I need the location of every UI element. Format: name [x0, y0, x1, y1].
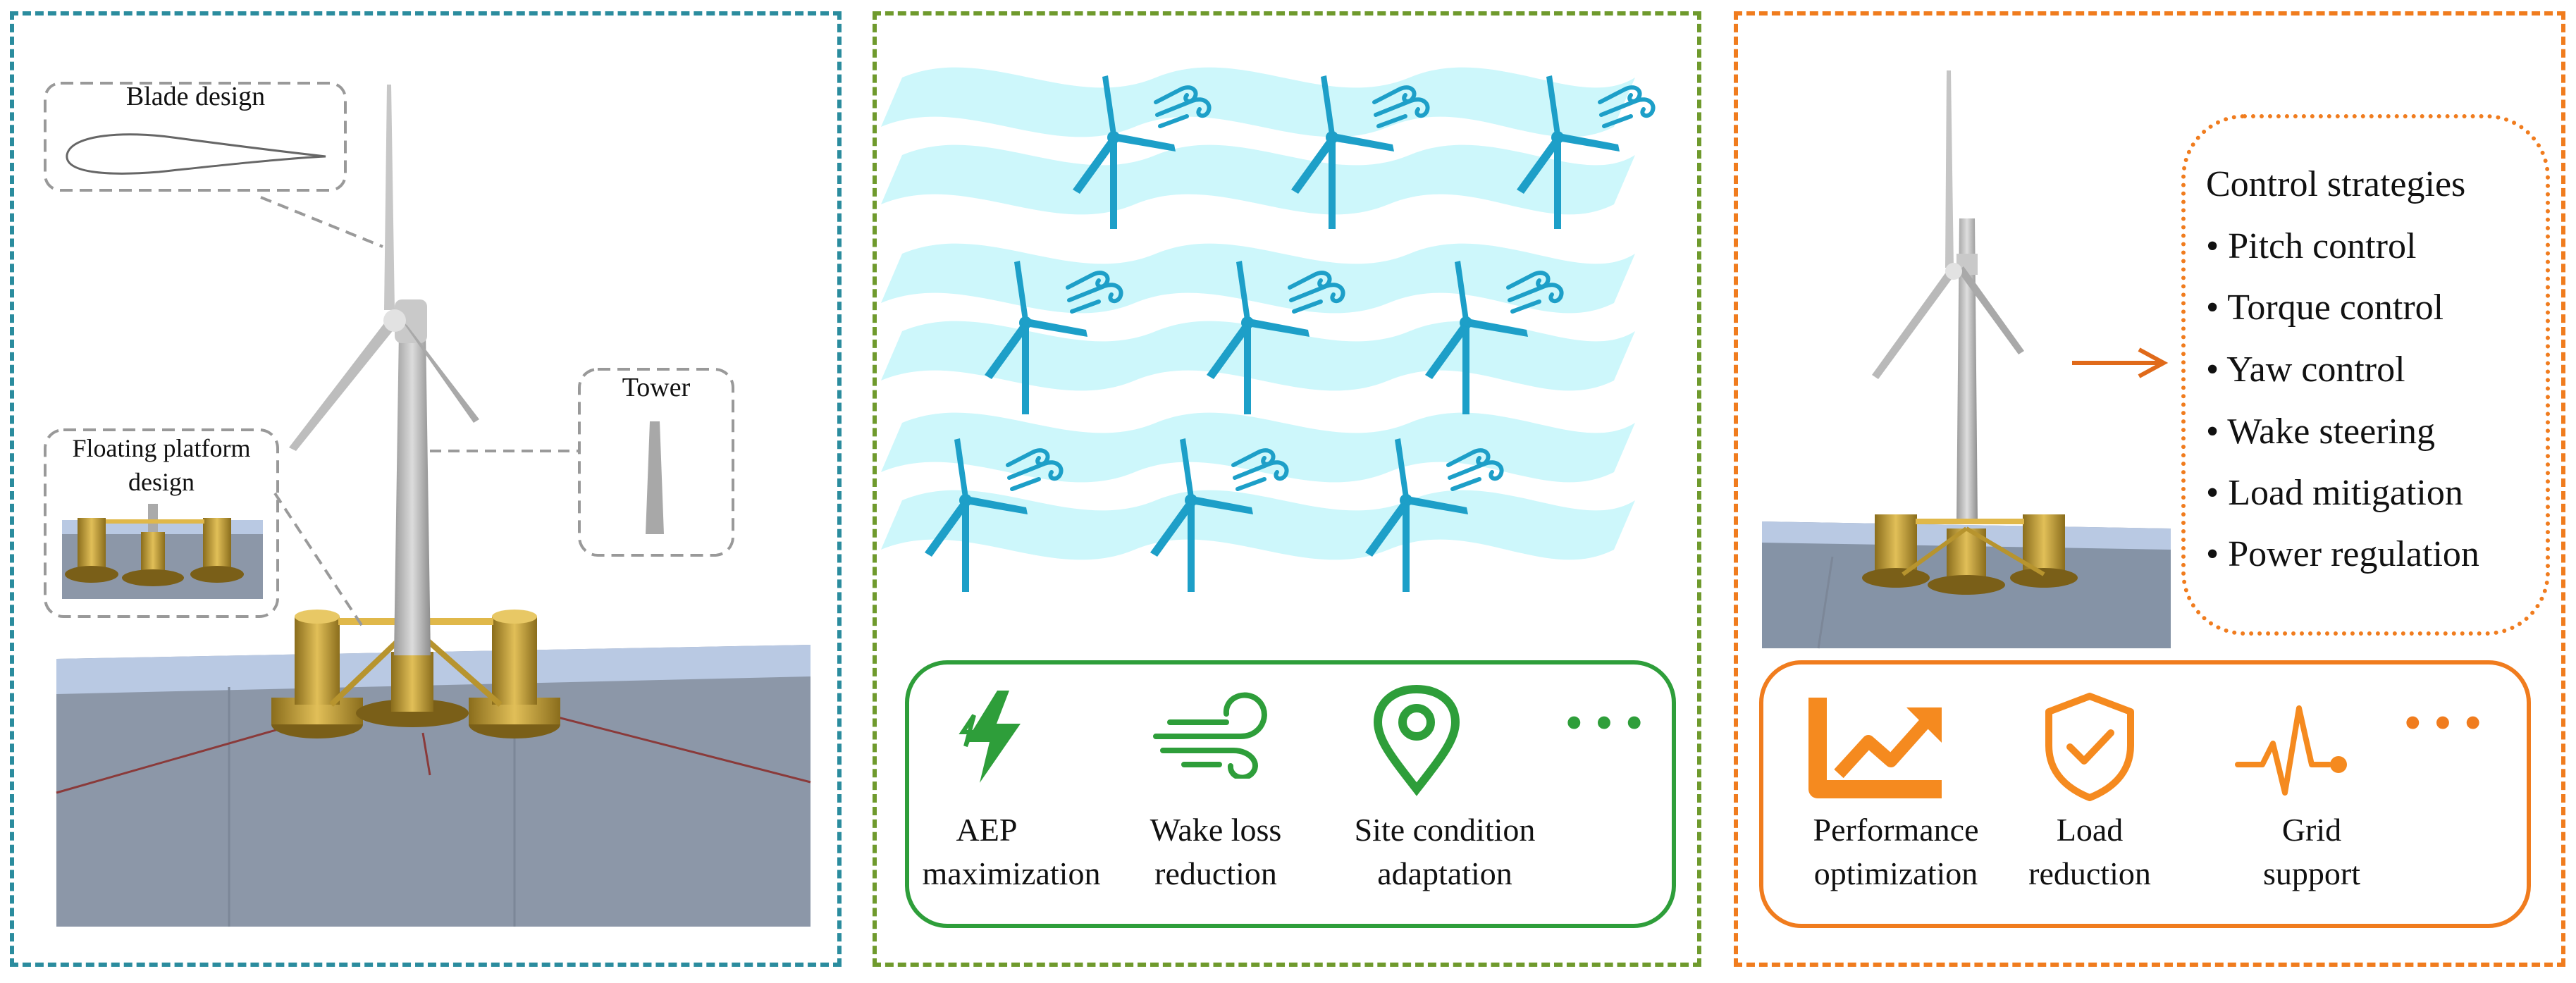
lightning-icon [959, 691, 1021, 783]
design-panel [10, 11, 842, 967]
objective-aep-line1: AEP [956, 812, 1018, 848]
strategy-power-regulation: • Power regulation [2206, 534, 2479, 574]
strategy-yaw: • Yaw control [2206, 350, 2405, 390]
objective-performance-line2: optimization [1813, 855, 1978, 891]
objective-grid-line1: Grid [2281, 812, 2342, 848]
objective-load-line2: reduction [2028, 855, 2151, 891]
tower [394, 299, 431, 655]
objective-site-line2: adaptation [1377, 855, 1512, 891]
strategy-wake-steering: • Wake steering [2206, 412, 2435, 452]
layout-objectives-box [905, 660, 1676, 928]
objective-grid-line2: support [2263, 855, 2360, 891]
wave-bands [881, 67, 1635, 560]
strategy-torque: • Torque control [2206, 288, 2444, 328]
control-objectives-box [1759, 660, 2531, 928]
blade-design-label: Blade design [125, 82, 266, 111]
wind-icon [1153, 692, 1267, 779]
layout-panel [873, 11, 1701, 967]
pulse-icon [2235, 705, 2347, 796]
trend-chart-icon [1808, 698, 1942, 798]
layout-more-ellipsis: ··· [1561, 679, 1652, 765]
strategy-pitch: • Pitch control [2206, 226, 2417, 266]
location-pin-icon [1373, 684, 1460, 796]
objective-performance-line1: Performance [1813, 812, 1979, 848]
objective-site-line1: Site condition [1354, 812, 1536, 848]
control-strategies-box [2181, 114, 2550, 636]
objective-load-line1: Load [2056, 812, 2124, 848]
design-illustration [44, 82, 811, 927]
control-panel [1734, 11, 2565, 967]
tower-label: Tower [622, 373, 691, 402]
arrow-right-icon [2072, 347, 2169, 378]
rotor [289, 85, 479, 451]
control-turbine-illustration [1762, 70, 2171, 649]
objective-wake-line2: reduction [1154, 855, 1277, 891]
platform-callout [44, 428, 364, 629]
control-strategies-title: Control strategies [2206, 164, 2466, 204]
floating-platform [271, 610, 560, 738]
objective-wake-line1: Wake loss [1150, 812, 1282, 848]
platform-label-line1: Floating platform [72, 434, 251, 462]
tower-callout [430, 368, 734, 557]
objective-aep-line2: maximization [922, 855, 1101, 891]
platform-label-line2: design [128, 468, 195, 496]
shield-check-icon [2045, 693, 2134, 801]
control-more-ellipsis: ··· [2400, 679, 2491, 765]
blade-callout [44, 82, 383, 248]
strategy-load-mitigation: • Load mitigation [2206, 473, 2463, 513]
wind-farm-illustration [881, 67, 1706, 634]
